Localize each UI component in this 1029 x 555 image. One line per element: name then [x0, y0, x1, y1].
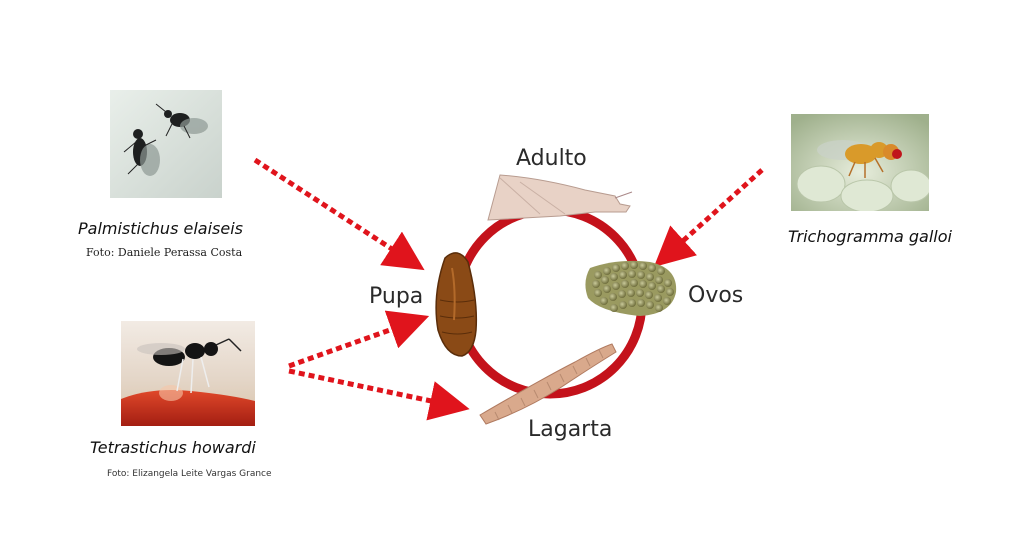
moth-illustration: [487, 174, 633, 221]
tetrastichus-photo: [121, 321, 255, 426]
trichogramma-name: Trichogramma galloi: [788, 227, 952, 246]
arrow-palmistichus-to-pupa: [253, 157, 425, 271]
arrow-tetrastichus-to-larva: [288, 368, 470, 421]
trichogramma-photo: [791, 114, 929, 211]
arrow-tetrastichus-to-pupa: [288, 310, 430, 369]
stage-label-larva: Lagarta: [528, 417, 613, 442]
tetrastichus-photo-art: [121, 321, 255, 426]
tetrastichus-name: Tetrastichus howardi: [90, 438, 256, 457]
palmistichus-photo-art: [110, 90, 222, 198]
palmistichus-credit: Foto: Daniele Perassa Costa: [86, 246, 243, 259]
pupa-illustration: [435, 252, 478, 357]
trichogramma-photo-art: [791, 114, 929, 211]
palmistichus-name: Palmistichus elaiseis: [78, 219, 243, 238]
parasitism-arrows: [253, 157, 764, 421]
stage-label-pupa: Pupa: [369, 284, 424, 309]
eggs-illustration: [585, 260, 677, 316]
arrow-trichogramma-to-eggs: [653, 168, 764, 268]
palmistichus-photo: [110, 90, 222, 198]
tetrastichus-credit: Foto: Elizangela Leite Vargas Grance: [107, 469, 272, 479]
stage-label-eggs: Ovos: [688, 283, 744, 308]
larva-illustration: [479, 343, 617, 425]
stage-label-adult: Adulto: [516, 146, 587, 171]
